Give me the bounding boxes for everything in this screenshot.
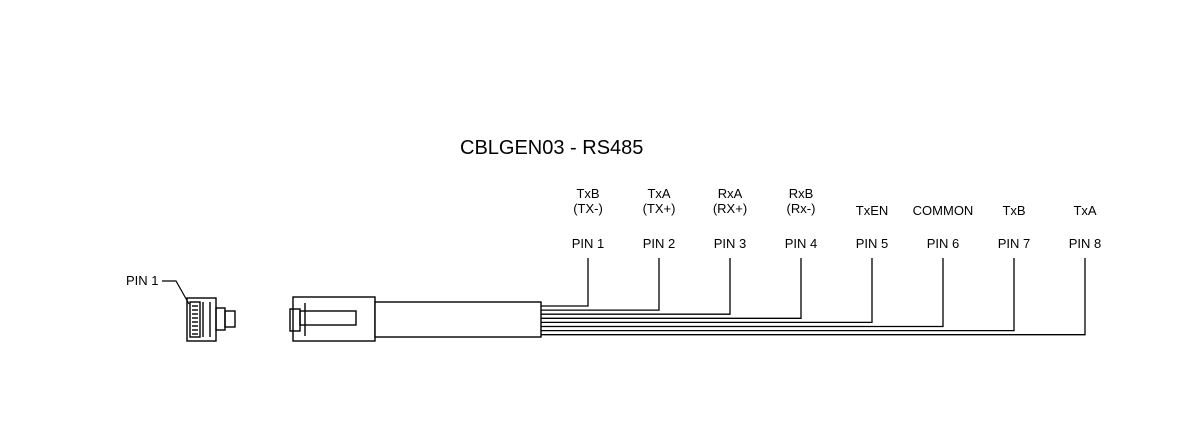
pin1-callout-label: PIN 1 bbox=[126, 273, 159, 288]
pin-4-signal-label: RxB bbox=[789, 186, 814, 201]
wire-pin-6 bbox=[541, 258, 944, 328]
wire-group bbox=[541, 258, 1086, 336]
pin-3-signal-label: (RX+) bbox=[713, 201, 747, 216]
pin-8-number-label: PIN 8 bbox=[1069, 236, 1102, 251]
connector-end-view bbox=[186, 297, 236, 342]
pin-1-number-label: PIN 1 bbox=[572, 236, 605, 251]
wire-pin-7 bbox=[541, 258, 1015, 332]
pin-2-signal-label: TxA bbox=[647, 186, 670, 201]
pin-7-number-label: PIN 7 bbox=[998, 236, 1031, 251]
wire-pin-2 bbox=[541, 258, 660, 311]
pin-2-signal-label: (TX+) bbox=[643, 201, 676, 216]
wire-pin-1 bbox=[541, 258, 589, 307]
pin-7-signal-label: TxB bbox=[1002, 203, 1025, 218]
pin-5-signal-label: TxEN bbox=[856, 203, 889, 218]
pin1-callout-leader bbox=[162, 280, 190, 305]
diagram-title: CBLGEN03 - RS485 bbox=[460, 137, 643, 159]
pin-1-signal-label: TxB bbox=[576, 186, 599, 201]
pin-4-number-label: PIN 4 bbox=[785, 236, 818, 251]
pin-4-signal-label: (Rx-) bbox=[787, 201, 816, 216]
cable-jacket bbox=[374, 301, 542, 338]
wire-pin-3 bbox=[541, 258, 731, 315]
plug-side-view bbox=[289, 296, 376, 342]
pin-6-number-label: PIN 6 bbox=[927, 236, 960, 251]
wire-pin-5 bbox=[541, 258, 873, 324]
pin-8-signal-label: TxA bbox=[1073, 203, 1096, 218]
wire-pin-4 bbox=[541, 258, 802, 319]
pin-3-number-label: PIN 3 bbox=[714, 236, 747, 251]
pin-3-signal-label: RxA bbox=[718, 186, 743, 201]
pin-6-signal-label: COMMON bbox=[913, 203, 974, 218]
pin-1-signal-label: (TX-) bbox=[573, 201, 603, 216]
pin-2-number-label: PIN 2 bbox=[643, 236, 676, 251]
pin-5-number-label: PIN 5 bbox=[856, 236, 889, 251]
wire-pin-8 bbox=[541, 258, 1086, 336]
